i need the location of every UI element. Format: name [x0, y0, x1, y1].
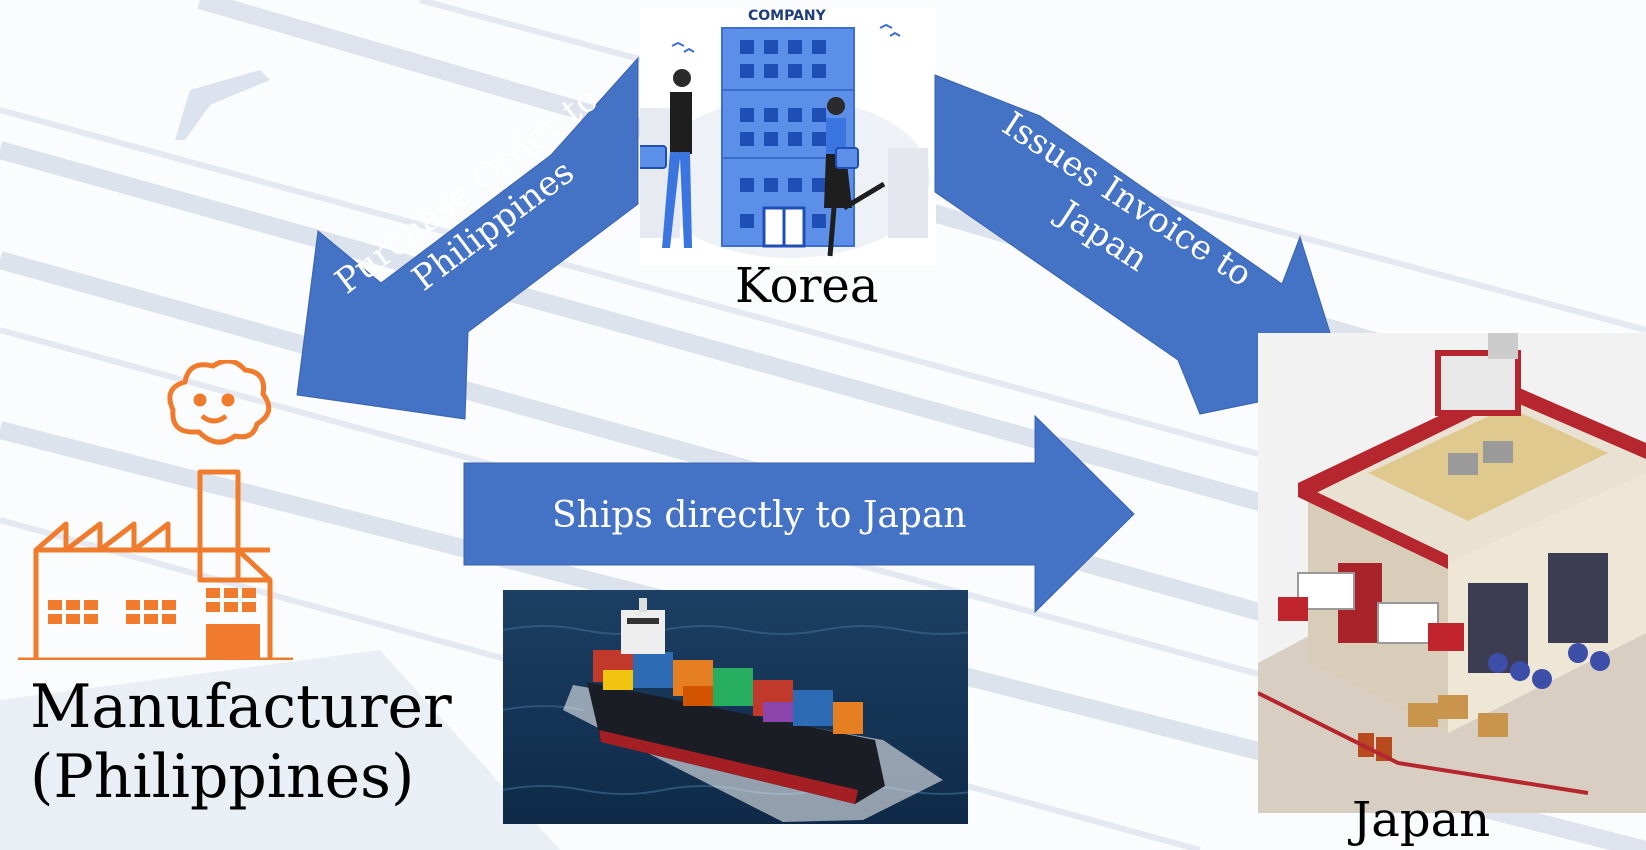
manufacturer-line-1: Manufacturer: [30, 672, 452, 742]
korea-company-illustration: COMPANY: [637, 8, 936, 266]
factory-icon: [18, 360, 293, 660]
ships-arrow-label: Ships directly to Japan: [552, 495, 967, 536]
manufacturer-line-2: (Philippines): [30, 742, 415, 812]
japan-label: Japan: [1352, 792, 1491, 848]
container-ship-image: [503, 590, 968, 824]
manufacturer-label: Manufacturer (Philippines): [30, 672, 452, 812]
company-building-icon: [637, 8, 936, 266]
korea-label: Korea: [735, 258, 879, 314]
company-sign: COMPANY: [748, 8, 826, 24]
japan-warehouse-image: [1258, 333, 1646, 813]
